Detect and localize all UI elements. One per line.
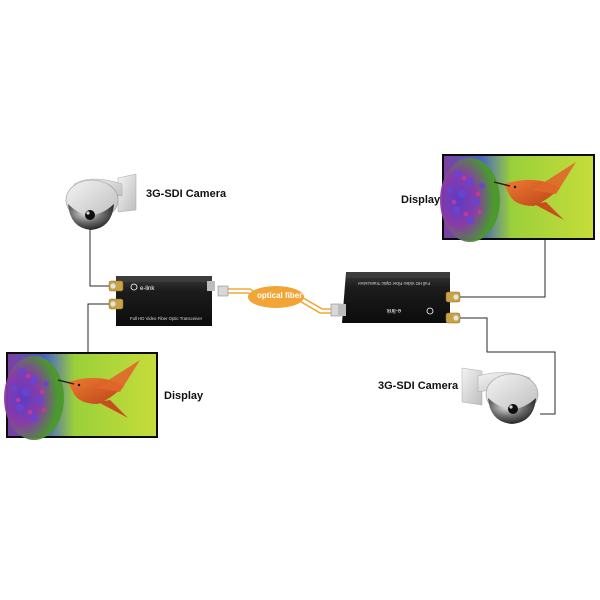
wire-transceiver-to-display-left xyxy=(87,303,110,352)
optical-fiber-link xyxy=(217,285,342,317)
camera-left-label: 3G-SDI Camera xyxy=(146,188,227,200)
brand-logo-left: e-link xyxy=(140,286,155,292)
transceiver-left: e-link Full HD Video Fiber Optic Transce… xyxy=(108,276,215,326)
wire-camera-left-to-transceiver xyxy=(89,228,110,287)
display-left xyxy=(4,352,158,440)
transceiver-right: e-link Full HD Video Fiber Optic Transce… xyxy=(338,272,461,324)
fiber-label-bubble xyxy=(248,286,304,308)
camera-right-label: 3G-SDI Camera xyxy=(378,380,459,392)
camera-left xyxy=(65,173,137,230)
transceiver-text-left: Full HD Video Fiber Optic Transceiver xyxy=(130,316,203,321)
transceiver-text-right: Full HD Video Fiber Optic Transceiver xyxy=(357,281,430,286)
optical-fiber-label: optical fiber xyxy=(257,291,303,300)
display-right-label: Display xyxy=(401,194,441,206)
wiring xyxy=(87,228,556,415)
wire-transceiver-to-display-right xyxy=(458,240,546,298)
brand-logo-right: e-link xyxy=(386,307,401,313)
camera-right xyxy=(461,367,539,424)
fiber-connector-left xyxy=(217,285,229,297)
wire-transceiver-to-camera-right xyxy=(458,317,556,415)
display-left-label: Display xyxy=(164,390,204,402)
display-right xyxy=(440,154,595,242)
